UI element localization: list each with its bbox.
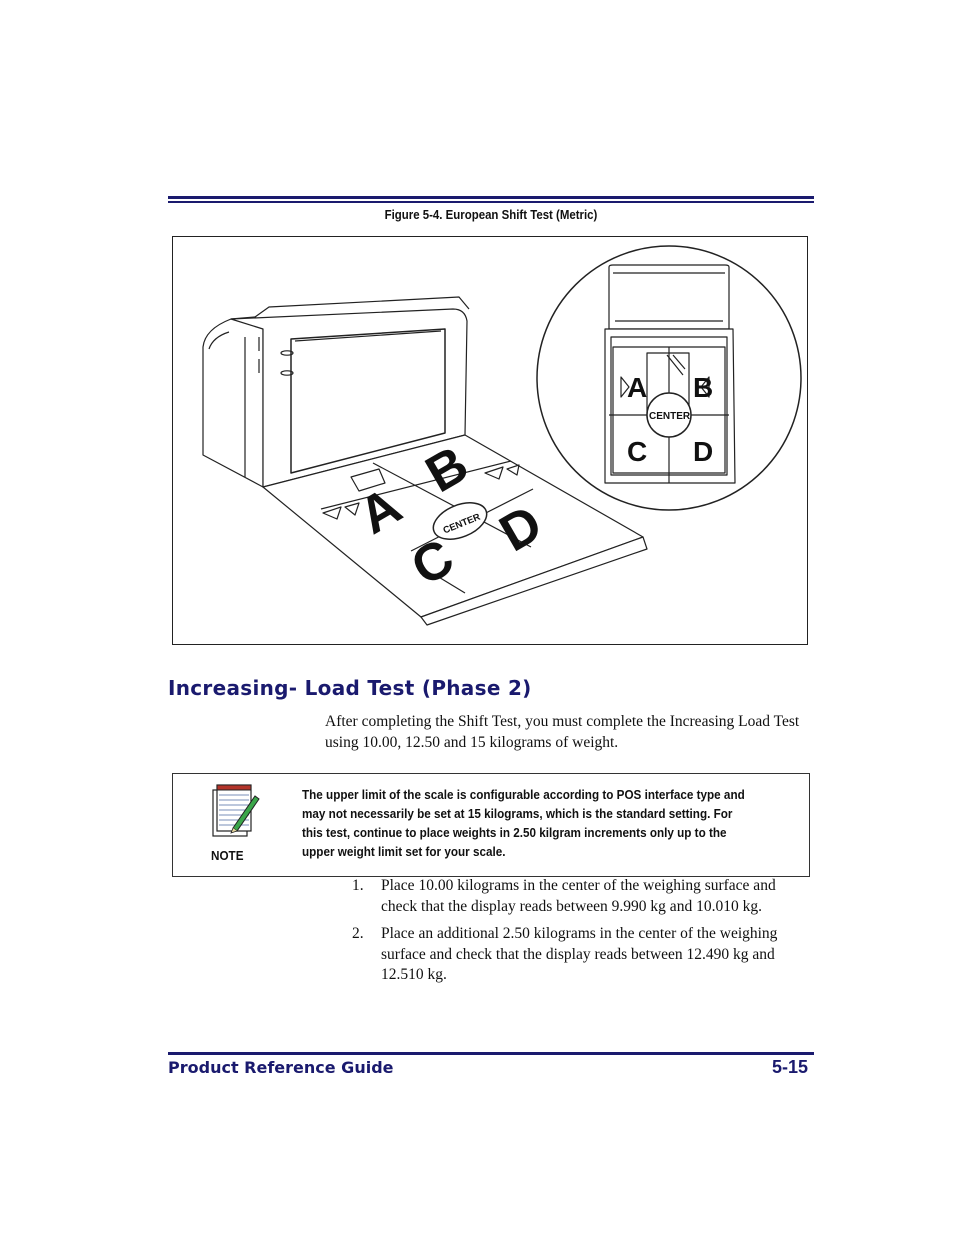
- svg-text:D: D: [693, 436, 713, 467]
- step-number: 2.: [352, 925, 364, 942]
- svg-text:CENTER: CENTER: [649, 411, 691, 422]
- list-item: 1. Place 10.00 kilograms in the center o…: [352, 876, 812, 917]
- intro-paragraph: After completing the Shift Test, you mus…: [325, 713, 800, 751]
- note-box: NOTE The upper limit of the scale is con…: [172, 773, 810, 877]
- step-number: 1.: [352, 877, 364, 894]
- header-rule: [168, 196, 814, 204]
- steps-list: 1. Place 10.00 kilograms in the center o…: [352, 876, 812, 993]
- footer-rule: [168, 1052, 814, 1055]
- note-label: NOTE: [211, 848, 244, 863]
- notepad-pencil-icon: [212, 784, 260, 837]
- svg-text:C: C: [627, 436, 647, 467]
- step-text: Place an additional 2.50 kilograms in th…: [381, 925, 778, 983]
- svg-text:B: B: [693, 372, 713, 403]
- svg-text:A: A: [627, 372, 647, 403]
- page-number: 5-15: [771, 1057, 808, 1077]
- step-text: Place 10.00 kilograms in the center of t…: [381, 877, 776, 915]
- figure-caption: Figure 5-4. European Shift Test (Metric): [384, 207, 598, 222]
- note-text: The upper limit of the scale is configur…: [302, 787, 745, 859]
- figure-frame: A B C D CENTER CENTER A B C D: [172, 236, 808, 645]
- section-heading: Increasing- Load Test (Phase 2): [168, 676, 532, 700]
- list-item: 2. Place an additional 2.50 kilograms in…: [352, 924, 812, 986]
- footer-title: Product Reference Guide: [168, 1058, 394, 1077]
- scanner-scale-illustration: A B C D CENTER CENTER A B C D: [202, 245, 802, 626]
